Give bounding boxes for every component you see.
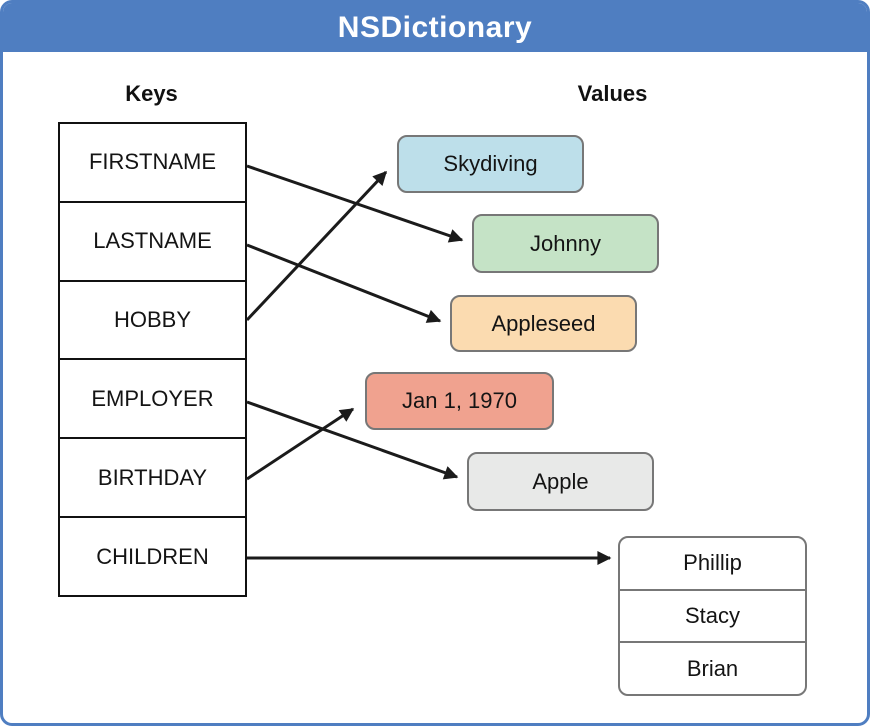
key-row-lastname: LASTNAME bbox=[60, 203, 245, 282]
arrow-lastname-to-appleseed bbox=[246, 243, 442, 323]
key-row-birthday: BIRTHDAY bbox=[60, 439, 245, 519]
child-row-brian: Brian bbox=[686, 655, 739, 681]
values-column-heading: Values bbox=[577, 81, 648, 106]
value-box-children-list: Phillip Stacy Brian bbox=[618, 536, 807, 696]
panel-title: NSDictionary bbox=[337, 10, 533, 44]
key-row-firstname: FIRSTNAME bbox=[60, 124, 245, 203]
keys-column-heading: Keys bbox=[125, 81, 178, 106]
panel-header: NSDictionary bbox=[3, 3, 867, 52]
keys-table: FIRSTNAME LASTNAME HOBBY EMPLOYER BIRTHD… bbox=[58, 122, 247, 597]
value-box-employer: Apple bbox=[467, 452, 654, 511]
key-row-children: CHILDREN bbox=[96, 543, 209, 569]
arrow-hobby-to-skydiving bbox=[245, 170, 388, 322]
arrow-birthday-to-jan bbox=[246, 407, 355, 481]
value-box-birthday: Jan 1, 1970 bbox=[365, 372, 554, 430]
child-row-phillip: Phillip bbox=[620, 538, 805, 591]
value-box-appleseed: Appleseed bbox=[450, 295, 637, 352]
key-row-hobby: HOBBY bbox=[60, 282, 245, 361]
child-row-stacy: Stacy bbox=[620, 591, 805, 644]
value-box-skydiving: Skydiving bbox=[397, 135, 584, 193]
value-box-johnny: Johnny bbox=[472, 214, 659, 273]
key-row-employer: EMPLOYER bbox=[60, 360, 245, 440]
